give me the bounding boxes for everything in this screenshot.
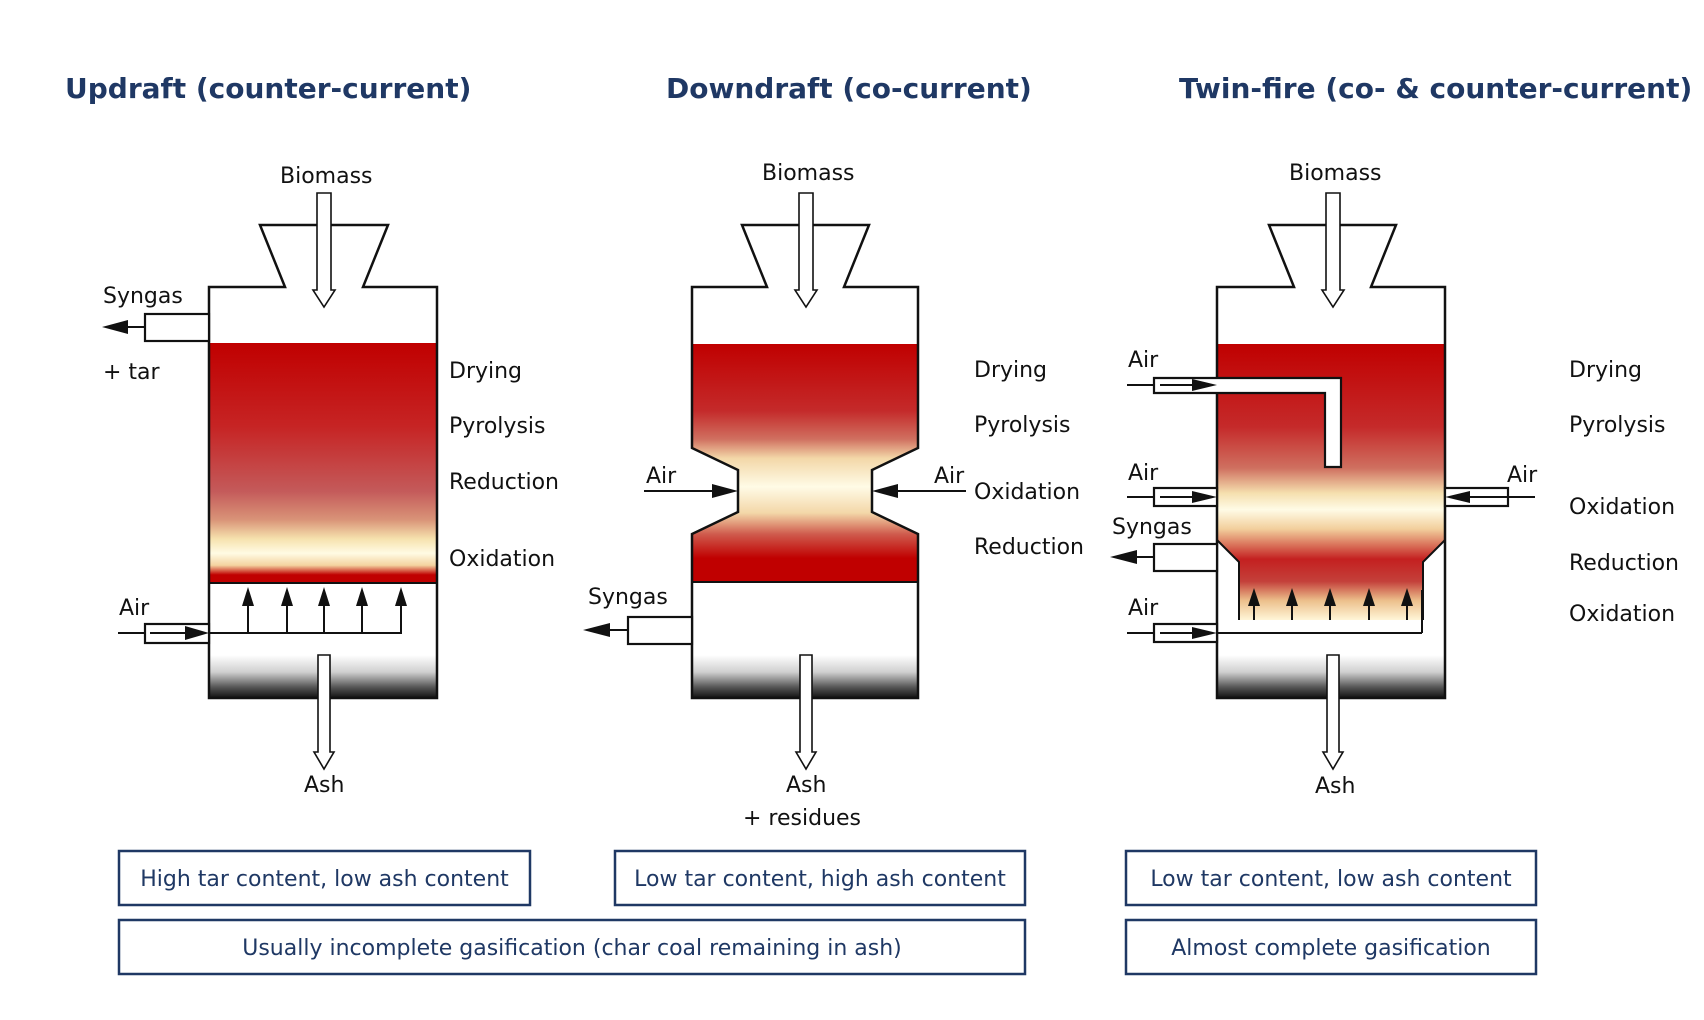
downdraft-zone-pyrolysis: Pyrolysis bbox=[974, 413, 1070, 438]
downdraft-biomass-arrow bbox=[793, 192, 819, 309]
twinfire-syngas-pipe bbox=[1152, 542, 1219, 573]
twinfire-air-bottom-label: Air bbox=[1128, 596, 1159, 621]
updraft-zone-pyrolysis: Pyrolysis bbox=[449, 414, 545, 439]
twinfire-top-air-pipe bbox=[1152, 376, 1343, 469]
twinfire-reaction-zone bbox=[1217, 344, 1445, 620]
note-updraft-text: High tar content, low ash content bbox=[140, 867, 509, 892]
downdraft-ash-arrow bbox=[794, 654, 818, 771]
note-incomplete-text: Usually incomplete gasification (char co… bbox=[242, 936, 902, 961]
twinfire-top-air-arrowhead bbox=[1192, 379, 1217, 391]
twinfire-biomass-arrow bbox=[1320, 192, 1346, 309]
updraft-zone-reduction: Reduction bbox=[449, 470, 559, 495]
note-box-twinfire: Low tar content, low ash content bbox=[1124, 849, 1538, 907]
updraft-vessel-outline bbox=[207, 223, 439, 700]
updraft-biomass-label: Biomass bbox=[280, 164, 373, 189]
downdraft-air-right-arrowhead bbox=[872, 484, 898, 498]
downdraft-reaction-zone bbox=[692, 344, 918, 582]
downdraft-zone-drying: Drying bbox=[974, 358, 1047, 383]
twinfire-zone-pyrolysis: Pyrolysis bbox=[1569, 413, 1665, 438]
note-box-updraft: High tar content, low ash content bbox=[117, 849, 532, 907]
twinfire-air-rise-arrows bbox=[1248, 588, 1413, 620]
note-box-incomplete: Usually incomplete gasification (char co… bbox=[117, 918, 1027, 976]
twinfire-gasifier: Biomass Air Air Air Syngas Air Ash Dryin… bbox=[1110, 161, 1679, 799]
downdraft-syngas-arrowhead bbox=[583, 623, 610, 637]
updraft-ash-label: Ash bbox=[304, 773, 344, 798]
title-downdraft: Downdraft (co-current) bbox=[666, 72, 1032, 105]
updraft-reaction-zone bbox=[209, 343, 437, 582]
downdraft-syngas-label: Syngas bbox=[588, 585, 668, 610]
title-twinfire: Twin-fire (co- & counter-current) bbox=[1179, 72, 1692, 105]
twinfire-bottom-air-arrowhead bbox=[1192, 627, 1217, 639]
downdraft-vessel-outline bbox=[690, 223, 920, 700]
downdraft-zone-reduction: Reduction bbox=[974, 535, 1084, 560]
updraft-tar-label: + tar bbox=[103, 360, 161, 385]
updraft-syngas-pipe bbox=[143, 312, 211, 343]
twinfire-air-mid-label: Air bbox=[1128, 461, 1159, 486]
note-complete-text: Almost complete gasification bbox=[1171, 936, 1490, 961]
downdraft-biomass-label: Biomass bbox=[762, 161, 855, 186]
title-updraft: Updraft (counter-current) bbox=[65, 72, 471, 105]
downdraft-air-left-label: Air bbox=[646, 464, 677, 489]
twinfire-air-top-label: Air bbox=[1128, 348, 1159, 373]
updraft-ash-arrow bbox=[312, 654, 336, 771]
updraft-air-label: Air bbox=[119, 596, 150, 621]
updraft-gasifier: Biomass Syngas + tar Air Ash Drying Pyro… bbox=[102, 164, 559, 798]
updraft-syngas-arrowhead bbox=[102, 320, 128, 334]
note-downdraft-text: Low tar content, high ash content bbox=[634, 867, 1006, 892]
updraft-zone-drying: Drying bbox=[449, 359, 522, 384]
twinfire-mid-air-arrowhead bbox=[1192, 491, 1217, 503]
updraft-biomass-arrow bbox=[311, 192, 337, 309]
updraft-air-arrowhead bbox=[185, 626, 209, 640]
twinfire-syngas-label: Syngas bbox=[1112, 515, 1192, 540]
twinfire-ash-arrow bbox=[1321, 654, 1345, 771]
twinfire-biomass-label: Biomass bbox=[1289, 161, 1382, 186]
downdraft-syngas-pipe bbox=[626, 615, 694, 646]
downdraft-air-right-label: Air bbox=[934, 464, 965, 489]
downdraft-residues-label: + residues bbox=[743, 806, 861, 831]
twinfire-air-right-label: Air bbox=[1507, 463, 1538, 488]
twinfire-zone-oxidation-lower: Oxidation bbox=[1569, 602, 1675, 627]
twinfire-vessel-outline bbox=[1215, 223, 1447, 700]
downdraft-air-left-arrowhead bbox=[712, 484, 738, 498]
twinfire-ash-label: Ash bbox=[1315, 774, 1355, 799]
note-twinfire-text: Low tar content, low ash content bbox=[1150, 867, 1512, 892]
downdraft-zone-oxidation: Oxidation bbox=[974, 480, 1080, 505]
twinfire-zone-reduction: Reduction bbox=[1569, 551, 1679, 576]
note-box-downdraft: Low tar content, high ash content bbox=[613, 849, 1027, 907]
twinfire-zone-oxidation-upper: Oxidation bbox=[1569, 495, 1675, 520]
downdraft-ash-label: Ash bbox=[786, 773, 826, 798]
twinfire-syngas-arrowhead bbox=[1110, 550, 1137, 564]
downdraft-gasifier: Biomass Air Air Syngas Ash + residues Dr… bbox=[583, 161, 1084, 831]
twinfire-zone-drying: Drying bbox=[1569, 358, 1642, 383]
twinfire-right-air-arrowhead bbox=[1445, 491, 1470, 503]
updraft-air-rise-arrows bbox=[242, 587, 407, 633]
updraft-zone-oxidation: Oxidation bbox=[449, 547, 555, 572]
note-box-complete: Almost complete gasification bbox=[1124, 918, 1538, 976]
updraft-syngas-label: Syngas bbox=[103, 284, 183, 309]
